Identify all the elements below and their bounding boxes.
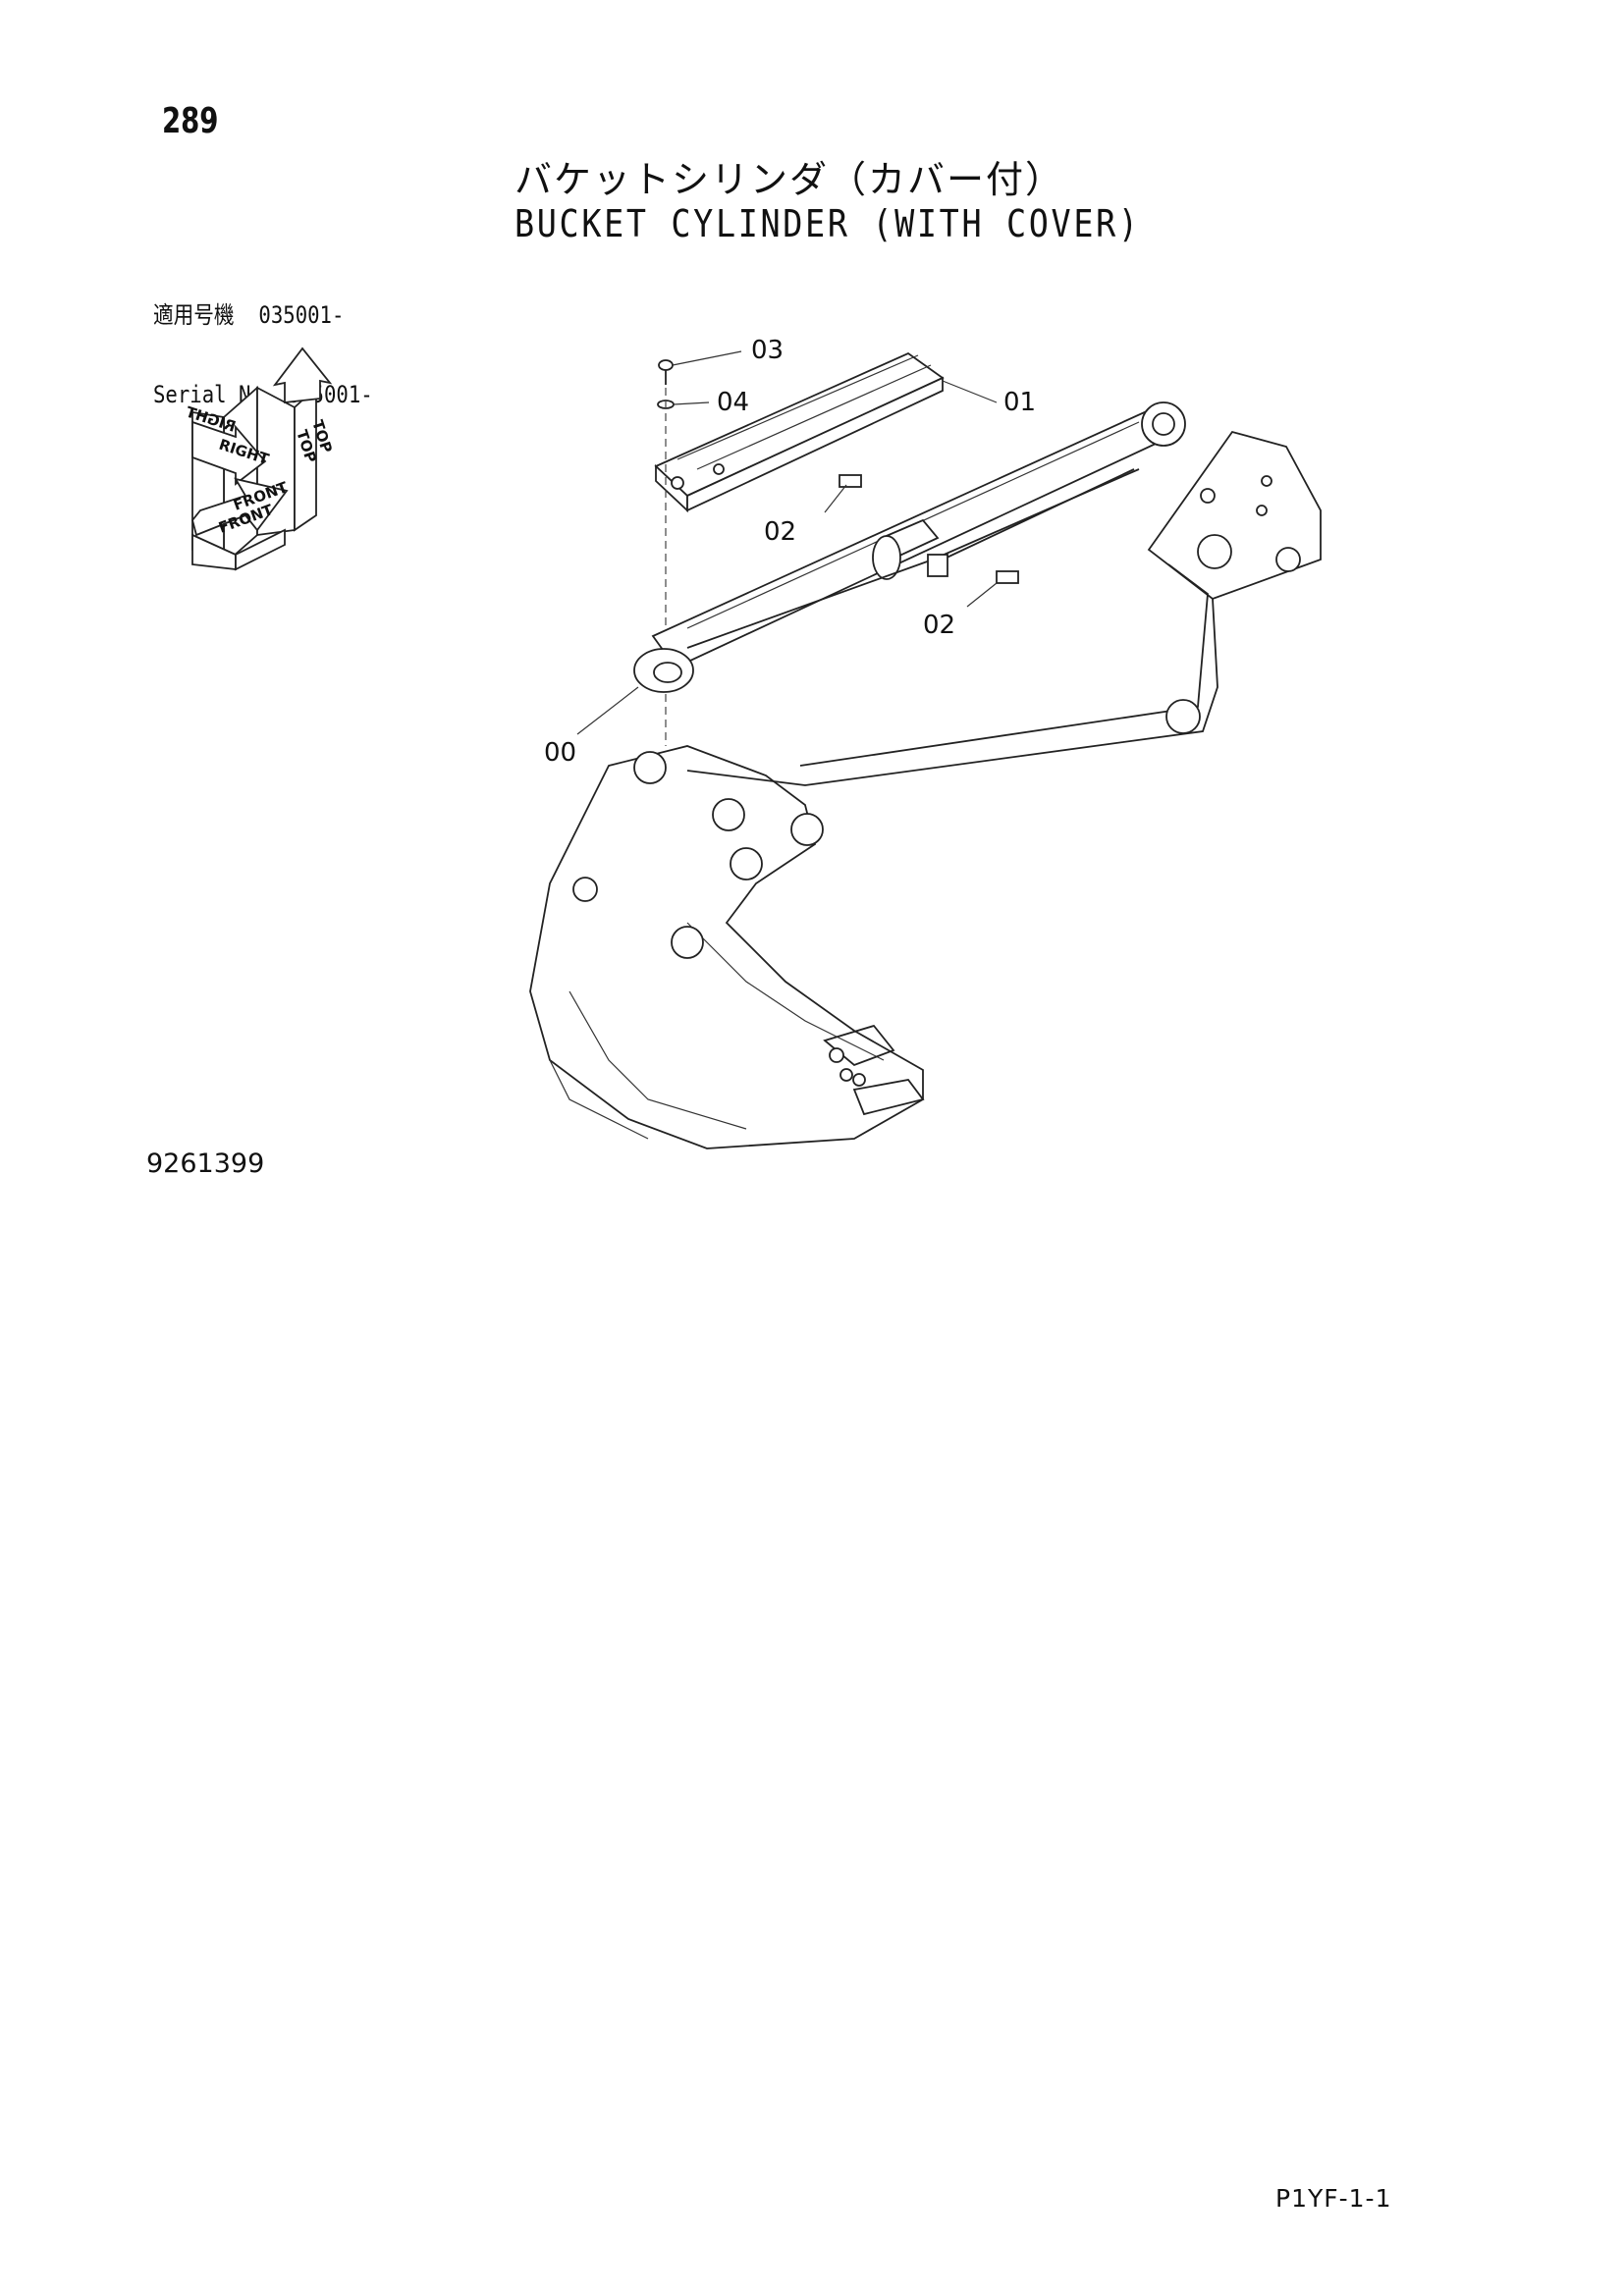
bucket [529,745,925,1149]
callout-02-lower: 02 [923,611,955,640]
serial-value-jp: 035001- [258,301,345,329]
drawing-number: 9261399 [146,1148,265,1179]
callout-00: 00 [544,738,576,768]
bucket-cylinder [633,401,1186,693]
excavator-arm [686,430,1322,786]
serial-label-jp: 適用号機 [153,301,235,329]
serial-label-en: Serial No. [153,381,276,408]
page-number: 289 [162,101,219,141]
title-english: BUCKET CYLINDER (WITH COVER) [514,202,1141,245]
cylinder-cover [654,351,945,513]
callout-04: 04 [717,388,749,417]
orientation-cube-icon: TOP TOP RIGHT RIGHT FRONT FRONT [183,347,336,571]
callout-03: 03 [751,336,784,365]
page-code: P1YF-1-1 [1275,2184,1392,2213]
serial-line-jp: 適用号機 035001- [153,302,373,329]
callout-02-upper: 02 [764,517,796,547]
title-japanese: バケットシリンダ（カバー付） [514,158,1065,201]
callout-01: 01 [1003,388,1036,417]
